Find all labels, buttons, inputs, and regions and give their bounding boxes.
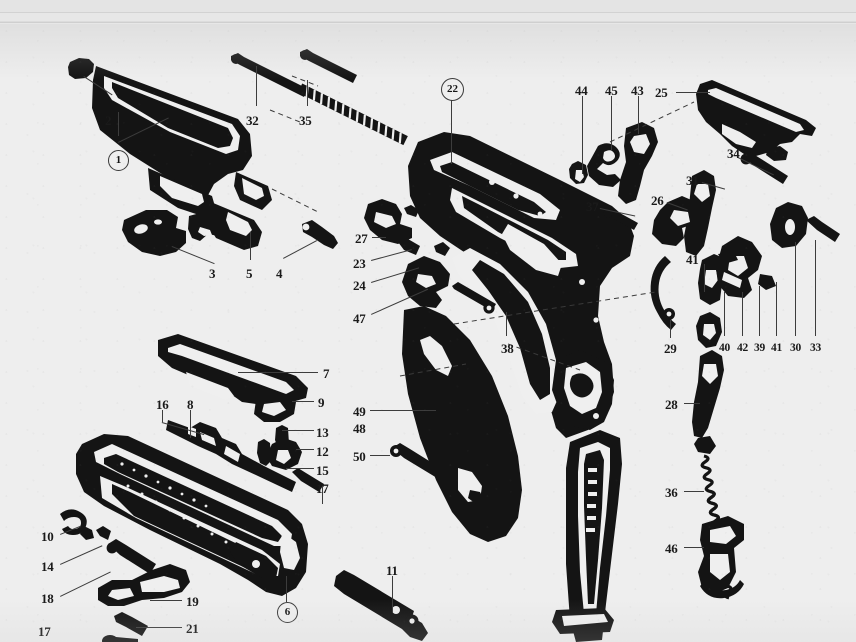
- callout-30[interactable]: 30: [790, 342, 801, 354]
- leader-27: [372, 237, 386, 238]
- callout-45[interactable]: 45: [605, 83, 618, 98]
- top-divider-rule: [0, 12, 856, 13]
- callout-43[interactable]: 43: [631, 83, 644, 98]
- leader-22: [451, 98, 452, 164]
- key-marker-6[interactable]: 6: [277, 602, 298, 623]
- callout-36[interactable]: 36: [665, 485, 678, 500]
- leader-44: [582, 96, 583, 174]
- callout-40[interactable]: 40: [719, 342, 730, 354]
- key-marker-1-label: 1: [115, 154, 122, 166]
- callout-16[interactable]: 16: [156, 397, 169, 412]
- callout-23[interactable]: 23: [353, 256, 366, 271]
- callout-44[interactable]: 44: [575, 83, 588, 98]
- callout-15[interactable]: 15: [316, 463, 329, 478]
- callout-9[interactable]: 9: [318, 395, 325, 410]
- leader-33: [815, 240, 816, 336]
- leader-45: [611, 96, 612, 150]
- leader-1: [118, 112, 119, 136]
- callout-47[interactable]: 47: [353, 311, 366, 326]
- leader-30: [795, 242, 796, 336]
- callout-42[interactable]: 42: [737, 342, 748, 354]
- callout-26[interactable]: 26: [651, 193, 664, 208]
- callout-33[interactable]: 33: [810, 342, 821, 354]
- leader-21: [136, 627, 182, 628]
- diagram-sheet: 1 22 6 2 32 35 44 45 43 25 34 31 26 37 3…: [0, 24, 856, 642]
- callout-38[interactable]: 38: [501, 341, 514, 356]
- callout-17-lower[interactable]: 17: [38, 624, 51, 639]
- leader-7: [238, 372, 318, 373]
- leader-46: [684, 547, 704, 548]
- leader-28: [684, 403, 700, 404]
- callout-34[interactable]: 34: [727, 146, 740, 161]
- pistol-exploded-artwork: [60, 49, 840, 642]
- callout-12[interactable]: 12: [316, 444, 329, 459]
- top-divider-rule-3: [0, 22, 856, 23]
- callout-37[interactable]: 37: [586, 199, 599, 214]
- leader-12: [296, 449, 314, 450]
- callout-50[interactable]: 50: [353, 449, 366, 464]
- callout-31[interactable]: 31: [686, 173, 699, 188]
- callout-48[interactable]: 48: [353, 421, 366, 436]
- callout-11[interactable]: 11: [386, 563, 398, 578]
- callout-7[interactable]: 7: [323, 366, 330, 381]
- callout-39[interactable]: 39: [754, 342, 765, 354]
- key-marker-1[interactable]: 1: [108, 150, 129, 171]
- window-top-band: [0, 0, 856, 12]
- leader-5: [250, 232, 251, 260]
- callout-32[interactable]: 32: [246, 113, 259, 128]
- leader-16: [162, 410, 163, 422]
- callout-2[interactable]: 2: [105, 113, 112, 128]
- leader-19: [150, 600, 182, 601]
- leader-50: [370, 455, 390, 456]
- exploded-view-artwork: [0, 24, 856, 642]
- leader-41a: [704, 264, 705, 292]
- callout-3[interactable]: 3: [209, 266, 216, 281]
- leader-15: [286, 468, 314, 469]
- callout-29[interactable]: 29: [664, 341, 677, 356]
- leader-35: [307, 80, 308, 106]
- leader-42: [742, 292, 743, 336]
- leader-11: [392, 576, 393, 612]
- leader-38: [506, 312, 507, 336]
- callout-41-lower[interactable]: 41: [771, 342, 782, 354]
- callout-8[interactable]: 8: [187, 397, 194, 412]
- key-marker-6-label: 6: [284, 606, 291, 618]
- leader-32: [256, 66, 257, 106]
- callout-46[interactable]: 46: [665, 541, 678, 556]
- callout-17-upper[interactable]: 17: [316, 481, 329, 496]
- callout-5[interactable]: 5: [246, 266, 253, 281]
- key-marker-22-label: 22: [447, 83, 458, 95]
- callout-18[interactable]: 18: [41, 591, 54, 606]
- leader-39: [759, 286, 760, 336]
- callout-21[interactable]: 21: [186, 621, 199, 636]
- leader-36: [684, 491, 704, 492]
- leader-9: [292, 401, 314, 402]
- callout-4[interactable]: 4: [276, 266, 283, 281]
- leader-13: [282, 430, 314, 431]
- leader-25: [676, 92, 710, 93]
- callout-10[interactable]: 10: [41, 529, 54, 544]
- callout-14[interactable]: 14: [41, 559, 54, 574]
- leader-8: [190, 410, 191, 438]
- callout-49[interactable]: 49: [353, 404, 366, 419]
- leader-43: [638, 96, 639, 134]
- leader-29: [670, 320, 671, 338]
- key-marker-22[interactable]: 22: [441, 78, 464, 101]
- leader-49: [370, 410, 436, 411]
- leader-41b: [776, 282, 777, 336]
- leader-6: [286, 576, 287, 602]
- callout-35[interactable]: 35: [299, 113, 312, 128]
- callout-19[interactable]: 19: [186, 594, 199, 609]
- callout-13[interactable]: 13: [316, 425, 329, 440]
- callout-28[interactable]: 28: [665, 397, 678, 412]
- callout-24[interactable]: 24: [353, 278, 366, 293]
- leader-40: [724, 292, 725, 336]
- leader-17a: [322, 486, 323, 504]
- callout-27[interactable]: 27: [355, 231, 368, 246]
- callout-25[interactable]: 25: [655, 85, 668, 100]
- callout-41-upper[interactable]: 41: [686, 252, 699, 267]
